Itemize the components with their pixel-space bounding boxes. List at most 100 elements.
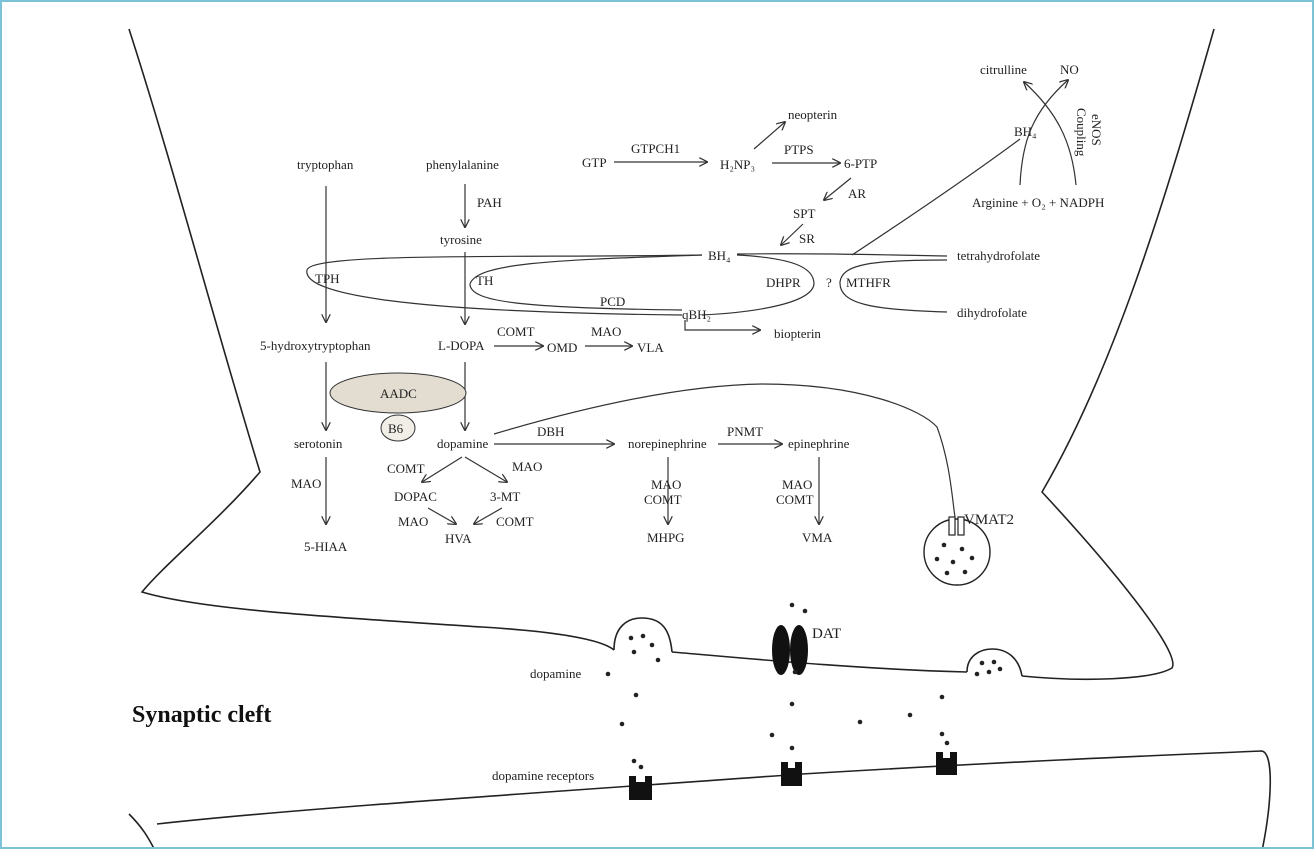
mao-vla-label: MAO [591, 324, 621, 339]
dopamine-receptor-3 [936, 752, 957, 775]
bh4-recycling-loop [306, 254, 703, 316]
bh4-enos-line [851, 138, 1021, 256]
five-htp-label: 5-hydroxytryptophan [260, 338, 371, 353]
dopamine-vmat2-line [493, 383, 956, 518]
gtp-label: GTP [582, 155, 607, 170]
dopamine-receptor-3-notch [943, 752, 950, 758]
neopterin-label: neopterin [788, 107, 838, 122]
dihydrofolate-label: dihydrofolate [957, 305, 1027, 320]
aadc-enzyme [329, 372, 467, 414]
dopac-label: DOPAC [394, 489, 437, 504]
question-label: ? [826, 275, 832, 290]
vmat2-transporter-left [948, 516, 956, 536]
tryptophan-label: tryptophan [297, 157, 354, 172]
dopac-hva-arrow [427, 507, 456, 524]
tph-label: TPH [315, 271, 340, 286]
synaptic-cleft-title: Synaptic cleft [132, 702, 271, 728]
bh4-label: BH₄ [708, 248, 731, 263]
dopamine-receptor-1 [629, 776, 652, 800]
dopamine-receptors-label: dopamine receptors [492, 768, 594, 783]
tyrosine-label: tyrosine [440, 232, 482, 247]
hiaa-label: 5-HIAA [304, 539, 348, 554]
comt-epi-label: COMT [776, 492, 814, 507]
presynaptic-membrane-mid [671, 651, 968, 673]
th-loop [469, 254, 703, 311]
presynaptic-membrane-right [1021, 28, 1215, 681]
ldopa-label: L-DOPA [438, 338, 485, 353]
tetrahydrofolate-label: tetrahydrofolate [957, 248, 1040, 263]
postsynaptic-membrane [128, 750, 1272, 847]
serotonin-label: serotonin [294, 436, 343, 451]
mhpg-label: MHPG [647, 530, 685, 545]
arginine-label: Arginine + O₂ + NADPH [972, 195, 1104, 210]
mao-ne-label: MAO [651, 477, 681, 492]
pah-label: PAH [477, 195, 502, 210]
coupling-label: Coupling [1074, 108, 1089, 157]
mthfr-loop [839, 259, 948, 313]
ar-label: AR [848, 186, 866, 201]
vmat2-label: VMAT2 [964, 512, 1014, 528]
omd-label: OMD [547, 340, 577, 355]
dopamine-receptor-2 [781, 762, 802, 786]
dhpr-loop [701, 254, 815, 316]
dat-transporter-left [772, 625, 790, 675]
presynaptic-bouton-2 [966, 648, 1023, 677]
b6-cofactor [380, 414, 416, 442]
h2np3-label: H₂NP₃ [720, 157, 755, 172]
comt-hva-label: COMT [496, 514, 534, 529]
three-mt-label: 3-MT [490, 489, 520, 504]
dopamine-receptor-1-notch [636, 776, 645, 782]
biopterin-arrow [684, 320, 760, 330]
neopterin-arrow [753, 122, 785, 150]
dopamine-receptor-2-notch [788, 762, 795, 768]
b6-label: B6 [388, 421, 404, 436]
cleft-dopamine-molecules [605, 602, 1003, 770]
gtpch1-label: GTPCH1 [631, 141, 680, 156]
sr-arrow [781, 223, 804, 245]
phenylalanine-label: phenylalanine [426, 157, 499, 172]
comt-omd-label: COMT [497, 324, 535, 339]
ar-arrow [824, 177, 852, 200]
hva-label: HVA [445, 531, 472, 546]
sr-label: SR [799, 231, 815, 246]
enos-label: eNOS [1089, 114, 1104, 146]
six-ptp-label: 6-PTP [844, 156, 877, 171]
bh4-enos-label: BH₄ [1014, 124, 1037, 139]
comt-dopamine-label: COMT [387, 461, 425, 476]
spt-label: SPT [793, 206, 815, 221]
th-label: TH [476, 273, 493, 288]
mao-hva-label: MAO [398, 514, 428, 529]
mao-serotonin-label: MAO [291, 476, 321, 491]
vma-label: VMA [802, 530, 833, 545]
dat-label: DAT [812, 626, 841, 642]
synaptic-vesicle [923, 518, 991, 586]
vmat2-transporter-right [957, 516, 965, 536]
pcd-label: PCD [600, 294, 625, 309]
aadc-label: AADC [380, 386, 417, 401]
dhpr-label: DHPR [766, 275, 801, 290]
dat-transporter-right [790, 625, 808, 675]
enos-arrow-no [1019, 80, 1068, 186]
mao-dopamine-label: MAO [512, 459, 542, 474]
presynaptic-membrane-left [128, 28, 615, 651]
bh4-folate-line [736, 253, 948, 257]
citrulline-label: citrulline [980, 62, 1027, 77]
three-mt-hva-arrow [474, 507, 503, 524]
mao-epi-label: MAO [782, 477, 812, 492]
vla-label: VLA [637, 340, 664, 355]
dopamine-cleft-label: dopamine [530, 666, 581, 681]
biopterin-label: biopterin [774, 326, 821, 341]
dopamine-label: dopamine [437, 436, 488, 451]
mthfr-label: MTHFR [846, 275, 891, 290]
vesicle-dopamine [934, 542, 975, 576]
pnmt-label: PNMT [727, 424, 763, 439]
comt-ne-label: COMT [644, 492, 682, 507]
comt-dopac-arrow [422, 456, 463, 482]
epinephrine-label: epinephrine [788, 436, 850, 451]
qbh2-label: qBH₂ [682, 307, 711, 322]
no-label: NO [1060, 62, 1079, 77]
presynaptic-bouton-1 [613, 617, 673, 653]
dbh-label: DBH [537, 424, 564, 439]
